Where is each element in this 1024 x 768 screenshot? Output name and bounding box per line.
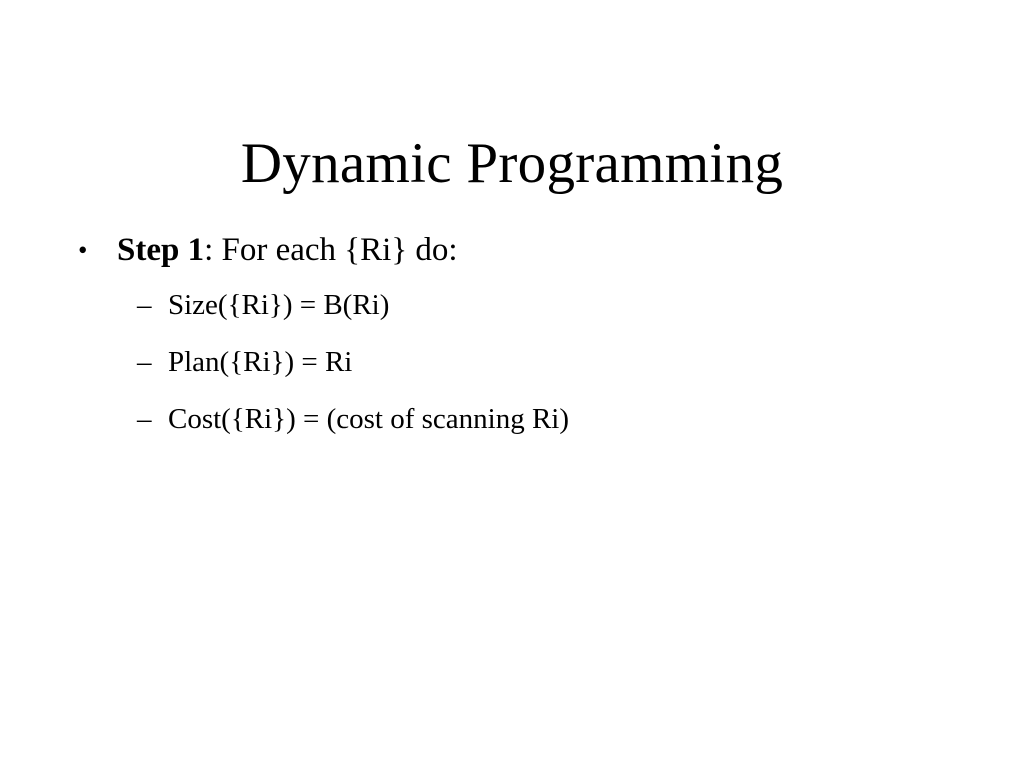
bullet-level2-cost: – Cost({Ri}) = (cost of scanning Ri) bbox=[137, 399, 958, 439]
bullet-dash-icon: – bbox=[137, 346, 152, 378]
bullet-level2-text: Plan({Ri}) = Ri bbox=[168, 346, 353, 378]
bullet-dash-icon: – bbox=[137, 403, 152, 435]
bullet-level2-text: Size({Ri}) = B(Ri) bbox=[168, 289, 390, 321]
slide-title: Dynamic Programming bbox=[240, 132, 784, 196]
bullet-dot-icon: • bbox=[78, 235, 88, 265]
bullet-level1-step1: • Step 1: For each {Ri} do: bbox=[78, 228, 958, 272]
slide-body: • Step 1: For each {Ri} do: – Size({Ri})… bbox=[78, 228, 958, 456]
bullet-level1-text: Step 1: For each {Ri} do: bbox=[117, 228, 958, 272]
bullet-level2-plan: – Plan({Ri}) = Ri bbox=[137, 342, 958, 382]
bullet-dash-icon: – bbox=[137, 289, 152, 321]
bullet-level2-size: – Size({Ri}) = B(Ri) bbox=[137, 285, 958, 325]
bullet-level1-rest: : For each {Ri} do: bbox=[204, 232, 458, 268]
bullet-level2-text: Cost({Ri}) = (cost of scanning Ri) bbox=[168, 403, 570, 435]
bullet-level1-lead: Step 1 bbox=[117, 232, 205, 268]
